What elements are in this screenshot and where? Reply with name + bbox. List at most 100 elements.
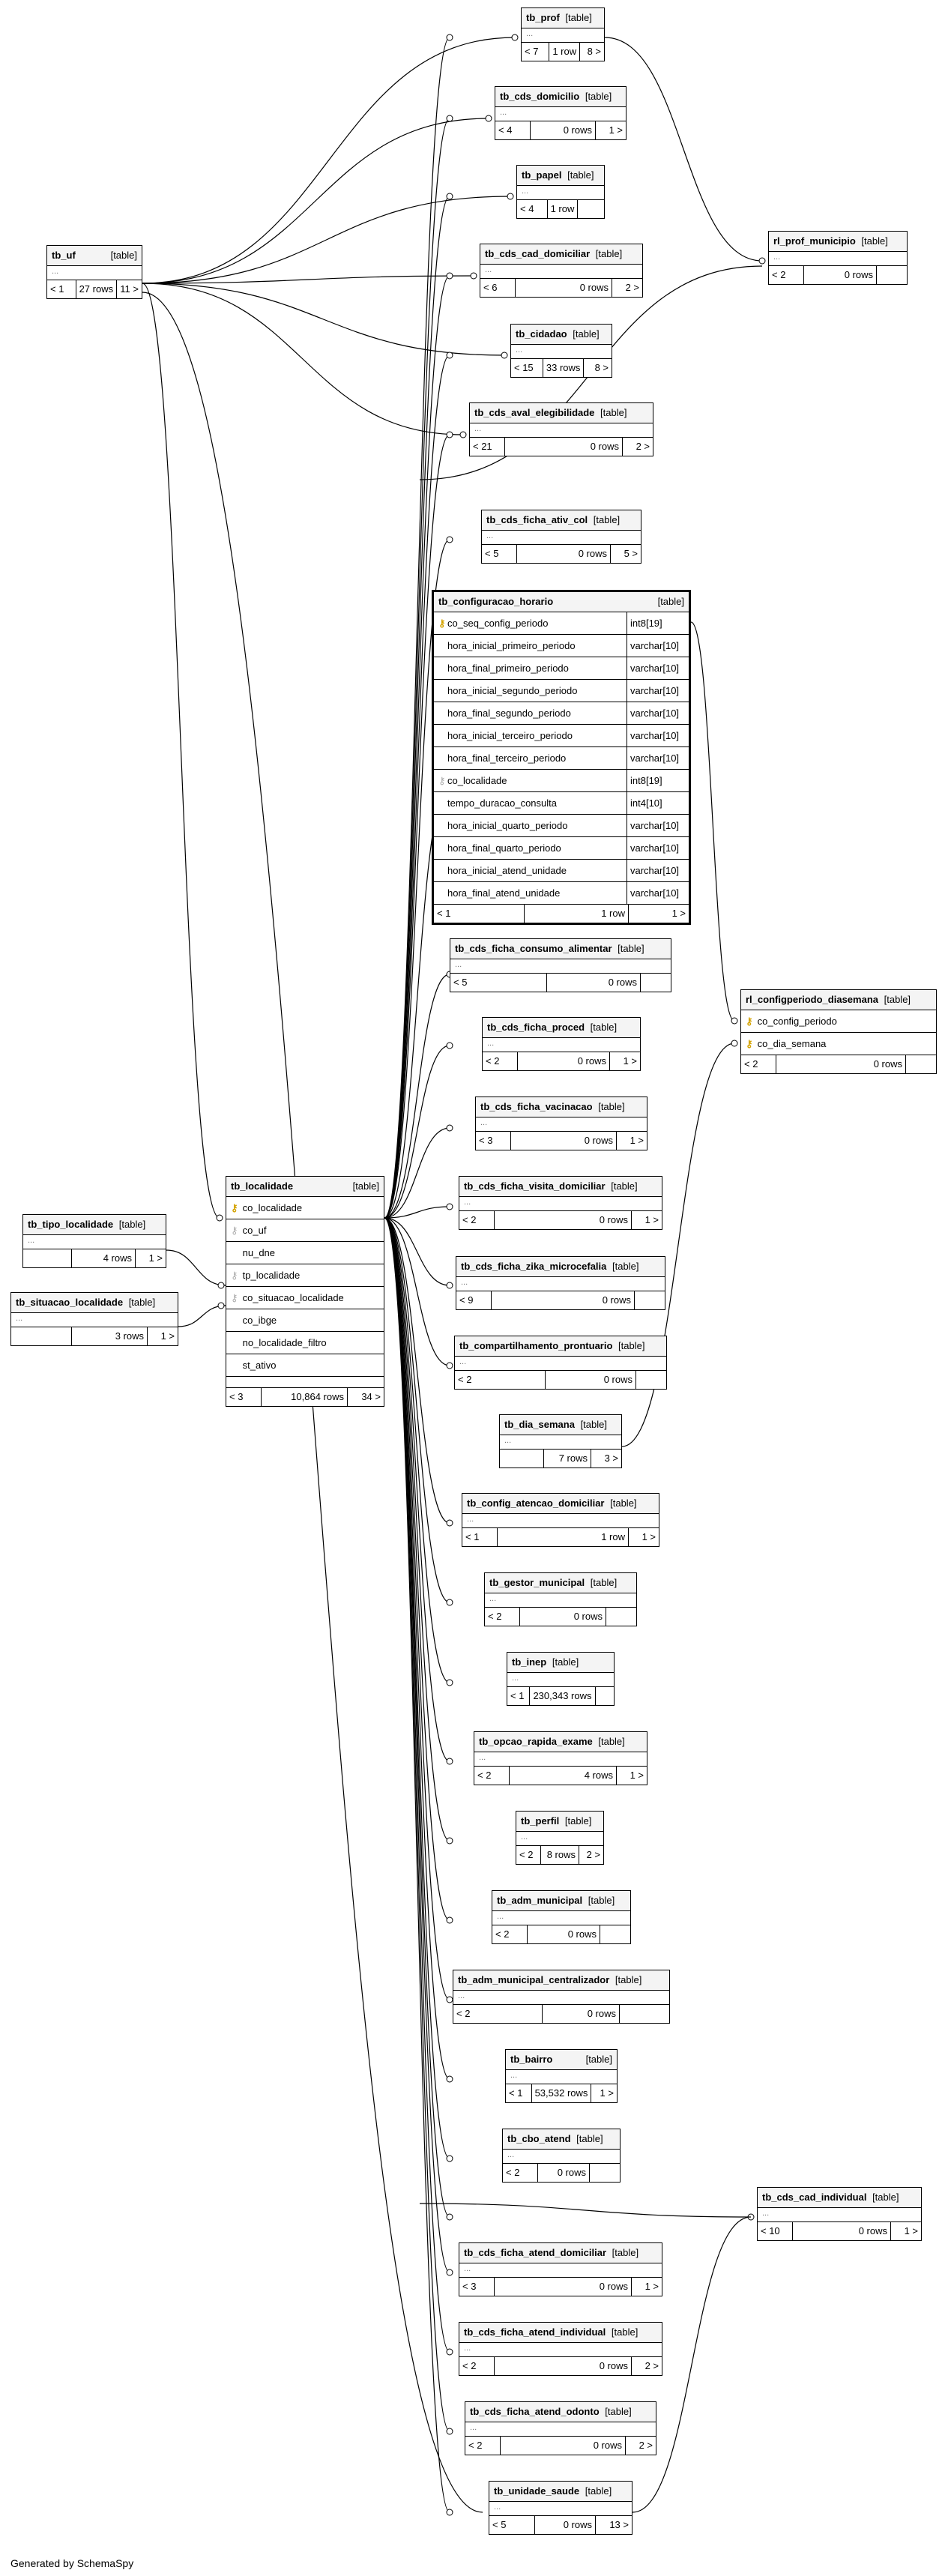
child-count[interactable] — [635, 1291, 665, 1309]
child-count[interactable]: 1 > — [630, 1135, 644, 1146]
child-count[interactable]: 1 > — [148, 1252, 163, 1264]
parent-count[interactable]: < 4 — [517, 200, 548, 218]
child-count[interactable] — [590, 2164, 620, 2182]
table-tb-cds-ficha-atend-domiciliar[interactable]: tb_cds_ficha_atend_domiciliar [table] ..… — [459, 2242, 662, 2296]
child-count[interactable]: 34 > — [361, 1391, 381, 1402]
parent-count[interactable]: < 2 — [455, 1371, 546, 1389]
column-row[interactable]: nu_dne — [226, 1242, 384, 1264]
parent-count[interactable]: < 5 — [482, 545, 517, 563]
child-count[interactable]: 8 > — [587, 46, 601, 57]
parent-count[interactable]: < 5 — [450, 974, 547, 992]
child-count[interactable] — [877, 266, 907, 284]
table-tb-localidade[interactable]: tb_localidade[table] ⚷ co_localidade ⚷ c… — [226, 1176, 384, 1407]
table-rl-configperiodo-diasemana[interactable]: rl_configperiodo_diasemana [table] ⚷ co_… — [740, 989, 937, 1074]
parent-count[interactable]: < 21 — [470, 438, 505, 456]
parent-count[interactable] — [11, 1327, 72, 1345]
parent-count[interactable]: < 4 — [495, 121, 531, 139]
parent-count[interactable]: < 2 — [485, 1608, 520, 1626]
table-tb-compartilhamento-prontuario[interactable]: tb_compartilhamento_prontuario [table] .… — [454, 1336, 667, 1390]
parent-count[interactable]: < 5 — [489, 2516, 535, 2534]
table-tb-configuracao-horario[interactable]: tb_configuracao_horario[table] ⚷co_seq_c… — [432, 590, 691, 925]
child-count[interactable] — [641, 974, 671, 992]
child-count[interactable]: 1 > — [641, 1531, 656, 1542]
parent-count[interactable]: < 2 — [459, 1211, 495, 1229]
child-count[interactable]: 3 > — [604, 1453, 618, 1464]
child-count[interactable] — [636, 1371, 666, 1389]
child-count[interactable]: 2 > — [625, 282, 639, 293]
parent-count[interactable]: < 15 — [511, 359, 543, 377]
table-tb-cds-ficha-consumo-alimentar[interactable]: tb_cds_ficha_consumo_alimentar [table] .… — [450, 938, 671, 992]
table-tb-cds-ficha-visita-domiciliar[interactable]: tb_cds_ficha_visita_domiciliar [table] .… — [459, 1176, 662, 1230]
parent-count[interactable]: < 2 — [459, 2357, 495, 2375]
column-row[interactable]: ⚷ co_localidade — [226, 1197, 384, 1219]
parent-count[interactable]: < 7 — [522, 43, 550, 61]
child-count[interactable]: 2 > — [644, 2360, 659, 2371]
child-count[interactable]: 2 > — [586, 1849, 600, 1860]
parent-count[interactable]: < 3 — [226, 1388, 262, 1406]
parent-count[interactable]: < 1 — [434, 905, 525, 923]
child-count[interactable]: 2 > — [635, 441, 650, 452]
column-row[interactable]: ⚷ co_dia_semana — [741, 1033, 936, 1055]
table-tb-cds-ficha-atend-odonto[interactable]: tb_cds_ficha_atend_odonto [table] ... < … — [465, 2401, 656, 2455]
column-row[interactable]: st_ativo — [226, 1354, 384, 1377]
child-count[interactable]: 2 > — [638, 2440, 653, 2451]
child-count[interactable]: 1 > — [630, 1770, 644, 1781]
parent-count[interactable]: < 9 — [456, 1291, 492, 1309]
parent-count[interactable]: < 1 — [462, 1528, 498, 1546]
parent-count[interactable]: < 2 — [453, 2005, 543, 2023]
parent-count[interactable]: < 2 — [474, 1767, 510, 1785]
column-row[interactable]: ⚷ tp_localidade — [226, 1264, 384, 1287]
parent-count[interactable] — [23, 1249, 72, 1267]
parent-count[interactable]: < 2 — [769, 266, 804, 284]
child-count[interactable] — [620, 2005, 669, 2023]
parent-count[interactable]: < 2 — [492, 1925, 528, 1943]
table-tb-cds-ficha-zika-microcefalia[interactable]: tb_cds_ficha_zika_microcefalia [table] .… — [456, 1256, 665, 1310]
table-tb-cds-aval-elegibilidade[interactable]: tb_cds_aval_elegibilidade [table] ... < … — [469, 402, 653, 456]
column-row[interactable]: no_localidade_filtro — [226, 1332, 384, 1354]
child-count[interactable] — [578, 200, 604, 218]
child-count[interactable] — [596, 1687, 615, 1705]
child-count[interactable] — [906, 1055, 936, 1073]
parent-count[interactable]: < 2 — [741, 1055, 776, 1073]
parent-count[interactable]: < 1 — [507, 1687, 531, 1705]
parent-count[interactable]: < 3 — [459, 2278, 495, 2296]
child-count[interactable]: 8 > — [594, 362, 609, 373]
child-count[interactable]: 13 > — [609, 2519, 629, 2530]
child-count[interactable] — [606, 1608, 636, 1626]
child-count[interactable]: 1 > — [609, 124, 623, 136]
parent-count[interactable]: < 1 — [47, 280, 76, 298]
child-count[interactable]: 1 > — [644, 1214, 659, 1225]
parent-count[interactable]: < 2 — [503, 2164, 538, 2182]
child-count[interactable]: 5 > — [624, 548, 638, 559]
table-tb-config-atencao-domiciliar[interactable]: tb_config_atencao_domiciliar [table] ...… — [462, 1493, 659, 1547]
table-tb-situacao-localidade[interactable]: tb_situacao_localidade [table] ... 3 row… — [10, 1292, 178, 1346]
child-count[interactable]: 1 > — [600, 2087, 614, 2099]
child-count[interactable]: 1 > — [904, 2225, 918, 2236]
